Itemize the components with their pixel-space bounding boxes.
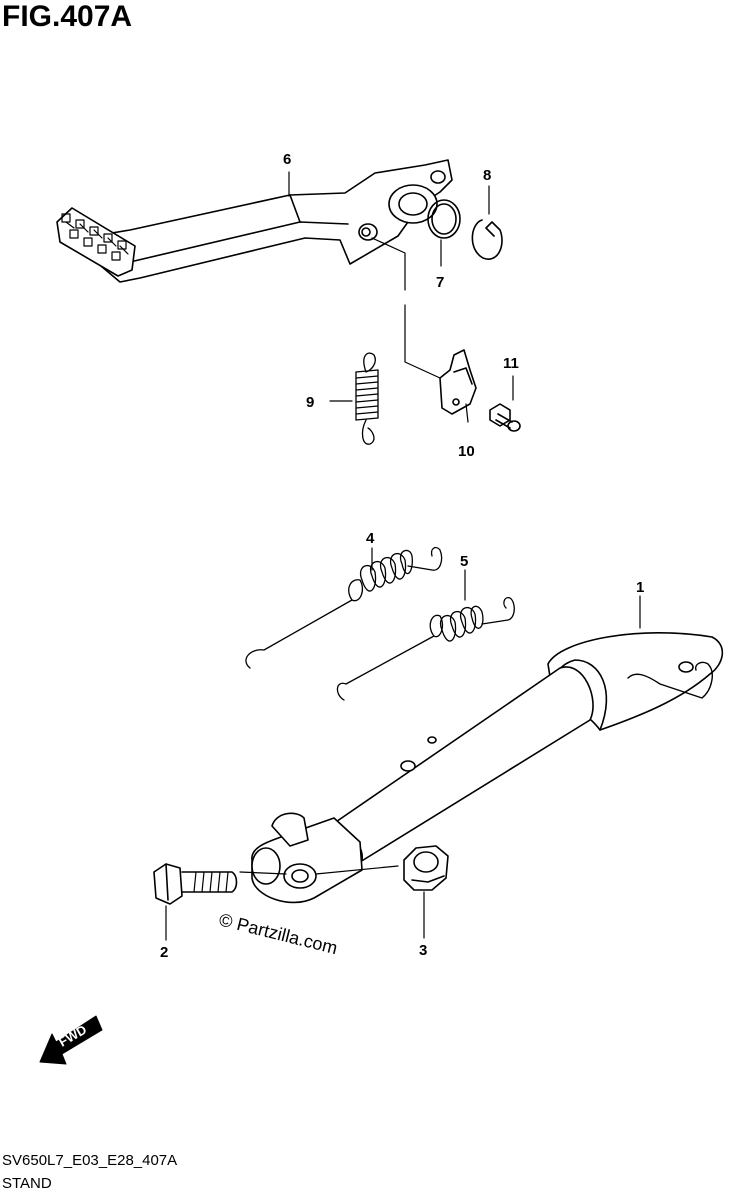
callout-3: 3 bbox=[419, 942, 427, 959]
callout-10: 10 bbox=[458, 443, 475, 460]
figure-name: STAND bbox=[2, 1175, 52, 1192]
callout-1: 1 bbox=[636, 579, 644, 596]
callout-4: 4 bbox=[366, 530, 375, 547]
callout-11: 11 bbox=[503, 355, 519, 372]
callout-8: 8 bbox=[483, 167, 491, 184]
callout-5: 5 bbox=[460, 553, 468, 570]
callout-2: 2 bbox=[160, 944, 168, 961]
small-bolt bbox=[489, 375, 521, 432]
figure-title: FIG.407A bbox=[2, 0, 133, 33]
side-stand bbox=[239, 595, 724, 904]
gear-shift-lever bbox=[56, 159, 453, 283]
figure-code: SV650L7_E03_E28_407A bbox=[2, 1152, 178, 1169]
callout-6: 6 bbox=[283, 151, 291, 168]
callout-7: 7 bbox=[436, 274, 444, 291]
fwd-arrow-icon: FWD bbox=[39, 1015, 103, 1065]
washer-ring bbox=[427, 199, 461, 239]
callout-9: 9 bbox=[306, 394, 314, 411]
bracket bbox=[439, 349, 477, 423]
watermark-text: © Partzilla.com bbox=[217, 909, 340, 958]
return-spring bbox=[355, 352, 379, 445]
nut bbox=[403, 845, 449, 939]
spring-upper bbox=[245, 546, 443, 669]
spring-lower bbox=[336, 597, 515, 701]
bolt bbox=[153, 863, 238, 941]
circlip bbox=[471, 219, 503, 260]
